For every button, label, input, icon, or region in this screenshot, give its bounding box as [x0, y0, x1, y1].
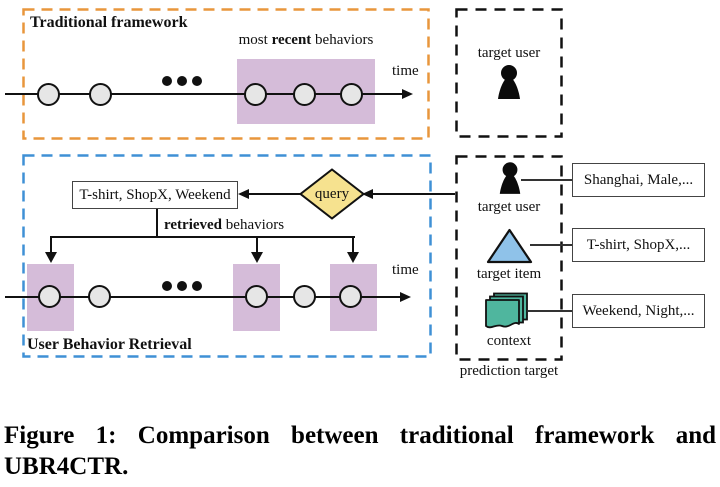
- behavior-node: [37, 83, 60, 106]
- person-icon: [497, 161, 523, 202]
- branch-stem-line: [156, 209, 158, 238]
- user-features-box: Shanghai, Male,...: [572, 163, 705, 197]
- behavior-node: [38, 285, 61, 308]
- query-result-text: T-shirt, ShopX, Weekend: [79, 186, 231, 203]
- retrieved-behaviors-label: retrieved behaviors: [164, 217, 285, 233]
- behavior-node: [339, 285, 362, 308]
- context-label: context: [486, 333, 532, 349]
- retrieval-framework-box: [22, 154, 432, 358]
- bottom-timeline-line: [5, 296, 403, 298]
- retrieval-title: User Behavior Retrieval: [27, 336, 192, 353]
- caption-line-1: Figure 1: Comparison between traditional…: [4, 422, 716, 449]
- query-output-line: [247, 193, 301, 195]
- query-diamond-label: query: [314, 185, 350, 202]
- query-output-arrowhead: [238, 188, 249, 199]
- branch-arrowhead: [347, 252, 359, 263]
- user-feature-connector: [521, 179, 572, 181]
- behavior-node: [244, 83, 267, 106]
- behavior-node: [245, 285, 268, 308]
- context-features-text: Weekend, Night,...: [582, 302, 695, 319]
- target-user-panel-box: [455, 8, 563, 138]
- bottom-timeline-arrowhead: [400, 291, 411, 302]
- behavior-node: [293, 83, 316, 106]
- top-timeline-arrowhead: [402, 88, 413, 99]
- traditional-title: Traditional framework: [30, 14, 188, 31]
- behavior-node: [88, 285, 111, 308]
- bottom-time-label: time: [392, 262, 419, 278]
- prediction-target-label: prediction target: [459, 363, 559, 379]
- person-icon: [495, 64, 523, 107]
- figure-caption: Figure 1: Comparison between traditional…: [4, 420, 716, 482]
- branch-cross-line: [50, 236, 355, 238]
- behavior-node: [340, 83, 363, 106]
- branch-drop-line: [50, 236, 52, 253]
- top-time-label: time: [392, 63, 419, 79]
- context-feature-connector: [528, 310, 572, 312]
- stacked-pages-icon: [484, 292, 530, 337]
- branch-arrowhead: [251, 252, 263, 263]
- user-features-text: Shanghai, Male,...: [583, 171, 694, 188]
- top-ellipsis-dots: [162, 76, 202, 86]
- context-features-box: Weekend, Night,...: [572, 294, 705, 328]
- branch-drop-line: [352, 236, 354, 253]
- branch-arrowhead: [45, 252, 57, 263]
- item-features-box: T-shirt, ShopX,...: [572, 228, 705, 262]
- traditional-framework-box: [22, 8, 430, 140]
- caption-line-2: UBR4CTR.: [4, 453, 129, 480]
- item-feature-connector: [530, 244, 572, 246]
- behavior-node: [293, 285, 316, 308]
- target-item-label: target item: [476, 266, 542, 282]
- bottom-ellipsis-dots: [162, 281, 202, 291]
- query-input-arrowhead: [362, 188, 373, 199]
- query-result-box: T-shirt, ShopX, Weekend: [72, 181, 238, 209]
- prediction-target-panel-box: [455, 155, 563, 361]
- branch-drop-line: [256, 236, 258, 253]
- item-features-text: T-shirt, ShopX,...: [586, 236, 691, 253]
- target-user-label-top: target user: [477, 45, 541, 61]
- query-diamond: query: [299, 168, 365, 220]
- recent-behaviors-label: most recent behaviors: [238, 32, 374, 48]
- behavior-node: [89, 83, 112, 106]
- target-user-label: target user: [477, 199, 541, 215]
- triangle-icon: [486, 228, 533, 269]
- query-input-line: [371, 193, 455, 195]
- top-timeline-line: [5, 93, 405, 95]
